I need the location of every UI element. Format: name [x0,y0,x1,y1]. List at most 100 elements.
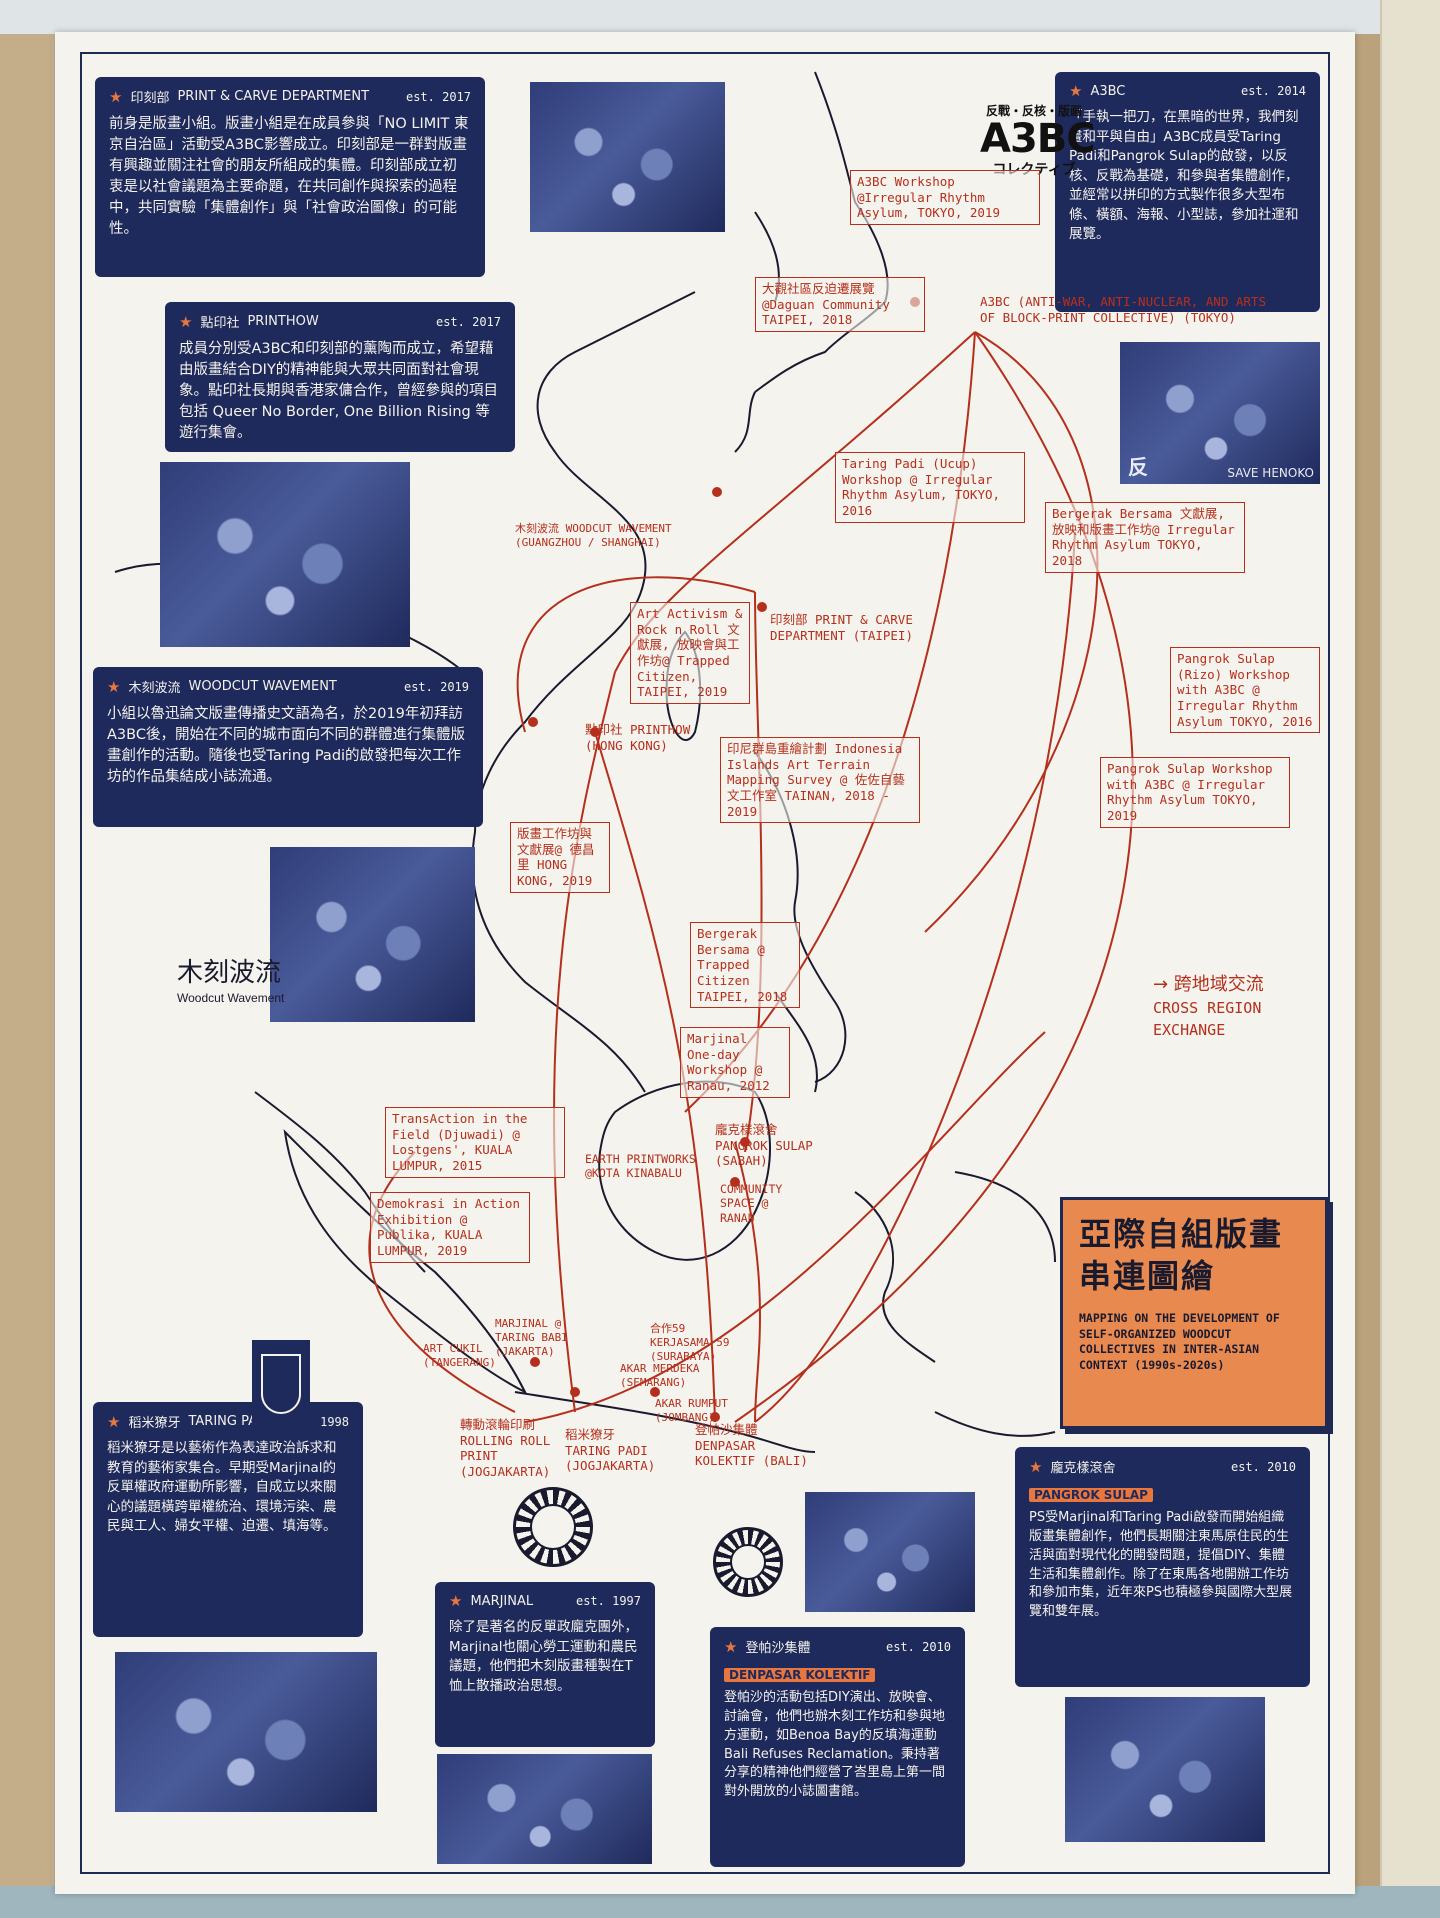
label-indonesia-islands: 印尼群島重繪計劃 Indonesia Islands Art Terrain M… [720,737,920,824]
box-name: 龐克樣滾舍 [1050,1461,1116,1476]
marjinal-emblem-icon [513,1487,593,1567]
woodcut-caption-en: Woodcut Wavement [177,991,285,1005]
box-body: 登帕沙的活動包括DIY演出、放映會、討論會，他們也辦木刻工作坊和參與地方運動，如… [724,1690,946,1800]
label-akar-merdeka: AKAR MERDEKA (SEMARANG) [620,1362,700,1389]
photo-woodcut [270,847,475,1022]
label-woodcut-wavement: 木刻波流 WOODCUT WAVEMENT (GUANGZHOU / SHANG… [515,522,672,549]
a3bc-logo: 反戰・反核・版画 A3BC コレクティブ [980,102,1096,188]
box-est: est. 2017 [435,314,501,329]
box-body: 稻米獠牙是以藝術作為表達政治訴求和教育的藝術家集合。早期受Marjinal的反單… [107,1440,337,1535]
box-en: DENPASAR KOLEKTIF [724,1668,876,1682]
poster-title-box: 亞際自組版畫 串連圖繪 MAPPING ON THE DEVELOPMENT O… [1060,1197,1328,1429]
box-est: est. 2010 [885,1639,951,1654]
label-daguan: 大觀社區反迫遷展覽 @Daguan Community TAIPEI, 2018 [755,277,925,332]
label-a3bc-workshop: A3BC Workshop @Irregular Rhythm Asylum, … [850,170,1040,225]
star-icon: ★ [179,312,193,331]
box-body: 「手執一把刀，在黑暗的世界，我們刻畫和平與自由」A3BC成員受Taring Pa… [1069,109,1299,243]
box-est: est. 2017 [405,89,471,104]
poster-frame [80,52,1330,1874]
box-est: est. 2019 [403,679,469,694]
cross-region-en2: EXCHANGE [1153,1020,1226,1039]
label-demokrasi: Demokrasi in Action Exhibition @ Publika… [370,1192,530,1263]
label-kerjasama: 合作59 KERJASAMA 59 (SURABAYA) [650,1322,730,1363]
title-zh-line1: 亞際自組版畫 [1079,1215,1284,1253]
photo-print-carve [530,82,725,232]
cross-region-zh: → 跨地域交流 [1153,974,1264,995]
box-denpasar: ★ 登帕沙集體 est. 2010 DENPASAR KOLEKTIF 登帕沙的… [710,1627,965,1867]
photo-caption-fan: 反 [1128,455,1148,479]
label-pangrok-rizo: Pangrok Sulap (Rizo) Workshop with A3BC … [1170,647,1320,734]
photo-taring-padi [115,1652,377,1812]
photo-caption: SAVE HENOKO [1227,466,1314,480]
wall-background-top [0,0,1440,34]
label-pangrok-sabah: 龐克樣滾舍 PANGROK SULAP (SABAH) [715,1122,813,1169]
box-a3bc: ★ A3BC est. 2014 「手執一把刀，在黑暗的世界，我們刻畫和平與自由… [1055,72,1320,312]
box-body: PS受Marjinal和Taring Padi啟發而開始組織版畫集體創作，他們長… [1029,1510,1293,1620]
label-earth-printworks: EARTH PRINTWORKS @KOTA KINABALU [585,1152,696,1181]
label-print-carve-taipei: 印刻部 PRINT & CARVE DEPARTMENT (TAIPEI) [770,612,913,643]
cross-region-legend: → 跨地域交流 CROSS REGION EXCHANGE [1153,972,1264,1042]
photo-pangrok [1065,1697,1265,1842]
box-print-carve: ★ 印刻部 PRINT & CARVE DEPARTMENT est. 2017… [95,77,485,277]
star-icon: ★ [107,677,121,696]
star-icon: ★ [449,1592,463,1610]
title-zh-line2: 串連圖繪 [1079,1256,1216,1295]
star-icon: ★ [1069,82,1083,100]
label-bergerak-taipei: Bergerak Bersama @ Trapped Citizen TAIPE… [690,922,800,1009]
box-name: 木刻波流 [128,681,181,696]
photo-denpasar [805,1492,975,1612]
label-akar-rumput: AKAR RUMPUT (JOMBANG) [655,1397,728,1424]
box-en: PANGROK SULAP [1029,1488,1153,1502]
box-name: 登帕沙集體 [745,1641,811,1656]
box-name: MARJINAL [470,1593,534,1609]
label-art-cukil: ART CUKIL (TANGERANG) [423,1342,496,1369]
label-pangrok-workshop-a3bc: Pangrok Sulap Workshop with A3BC @ Irreg… [1100,757,1290,828]
box-en: PRINTHOW [247,314,319,329]
box-printhow: ★ 點印社 PRINTHOW est. 2017 成員分別受A3BC和印刻部的薰… [165,302,515,452]
star-icon: ★ [724,1637,738,1656]
label-taring-irregular: Taring Padi (Ucup) Workshop @ Irregular … [835,452,1025,523]
taring-padi-shield-icon [252,1340,310,1430]
box-en: WOODCUT WAVEMENT [188,679,337,694]
box-body: 小組以魯迅論文版畫傳播史文語為名，於2019年初拜訪A3BC後，開始在不同的城市… [107,706,465,786]
photo-a3bc: SAVE HENOKO 反 [1120,342,1320,484]
label-taring-padi-jogja: 稻米獠牙 TARING PADI (JOGJAKARTA) [565,1427,656,1474]
label-community-space: COMMUNITY SPACE @ RANAU [720,1182,783,1225]
poster: ★ 印刻部 PRINT & CARVE DEPARTMENT est. 2017… [55,32,1355,1894]
title-en: MAPPING ON THE DEVELOPMENT OF SELF-ORGAN… [1079,1311,1280,1372]
logo-big-text: A3BC [980,116,1096,162]
label-printhow-hk: 點印社 PRINTHOW (HONG KONG) [585,722,691,753]
photo-printhow [160,462,410,647]
label-a3bc-tokyo: A3BC (ANTI-WAR, ANTI-NUCLEAR, AND ARTS O… [980,294,1266,325]
label-denpasar-bali: 登帕沙集體 DENPASAR KOLEKTIF (BALI) [695,1422,808,1469]
label-rolling-roll: 轉動滾輪印刷 ROLLING ROLL PRINT (JOGJAKARTA) [460,1417,551,1479]
label-hk-workshop: 版畫工作坊與文獻展@ 德昌里 HONG KONG, 2019 [510,822,610,893]
box-pangrok: ★ 龐克樣滾舍 est. 2010 PANGROK SULAP PS受Marji… [1015,1447,1310,1687]
box-en: PRINT & CARVE DEPARTMENT [177,89,370,104]
box-name: 印刻部 [130,91,170,106]
label-transaction: TransAction in the Field (Djuwadi) @ Los… [385,1107,565,1178]
box-woodcut: ★ 木刻波流 WOODCUT WAVEMENT est. 2019 小組以魯迅論… [93,667,483,827]
box-body: 除了是著名的反單政龐克團外，Marjinal也關心勞工運動和農民議題，他們把木刻… [449,1619,638,1694]
box-name: 點印社 [200,316,240,331]
star-icon: ★ [109,87,123,106]
logo-top-text: 反戰・反核・版画 [985,104,1082,118]
box-name: A3BC [1090,83,1126,99]
photo-marjinal [437,1754,652,1864]
box-body: 前身是版畫小組。版畫小組是在成員參與「NO LIMIT 東京自治區」活動受A3B… [109,116,469,238]
box-est: est. 2014 [1240,84,1306,98]
box-marjinal: ★ MARJINAL est. 1997 除了是著名的反單政龐克團外，Marji… [435,1582,655,1747]
box-body: 成員分別受A3BC和印刻部的薰陶而成立，希望藉由版畫結合DIY的精神能與大眾共同… [179,341,498,442]
label-bergerak-tokyo: Bergerak Bersama 文獻展, 放映和版畫工作坊@ Irregula… [1045,502,1245,573]
box-est: est. 1997 [575,1594,641,1608]
box-en: TARING PADI [188,1414,271,1429]
woodcut-caption-zh: 木刻波流 [177,958,282,988]
cloth-right [1380,0,1440,1918]
red-stars [528,297,920,1422]
cross-region-en1: CROSS REGION [1153,999,1262,1018]
box-est: est. 2010 [1230,1459,1296,1474]
box-name: 稻米獠牙 [128,1416,181,1431]
label-marjinal-ranau: Marjinal One-day Workshop @ Ranau, 2012 [680,1027,790,1098]
woodcut-caption: 木刻波流 Woodcut Wavement [177,952,284,1005]
easel-left [0,34,52,1886]
